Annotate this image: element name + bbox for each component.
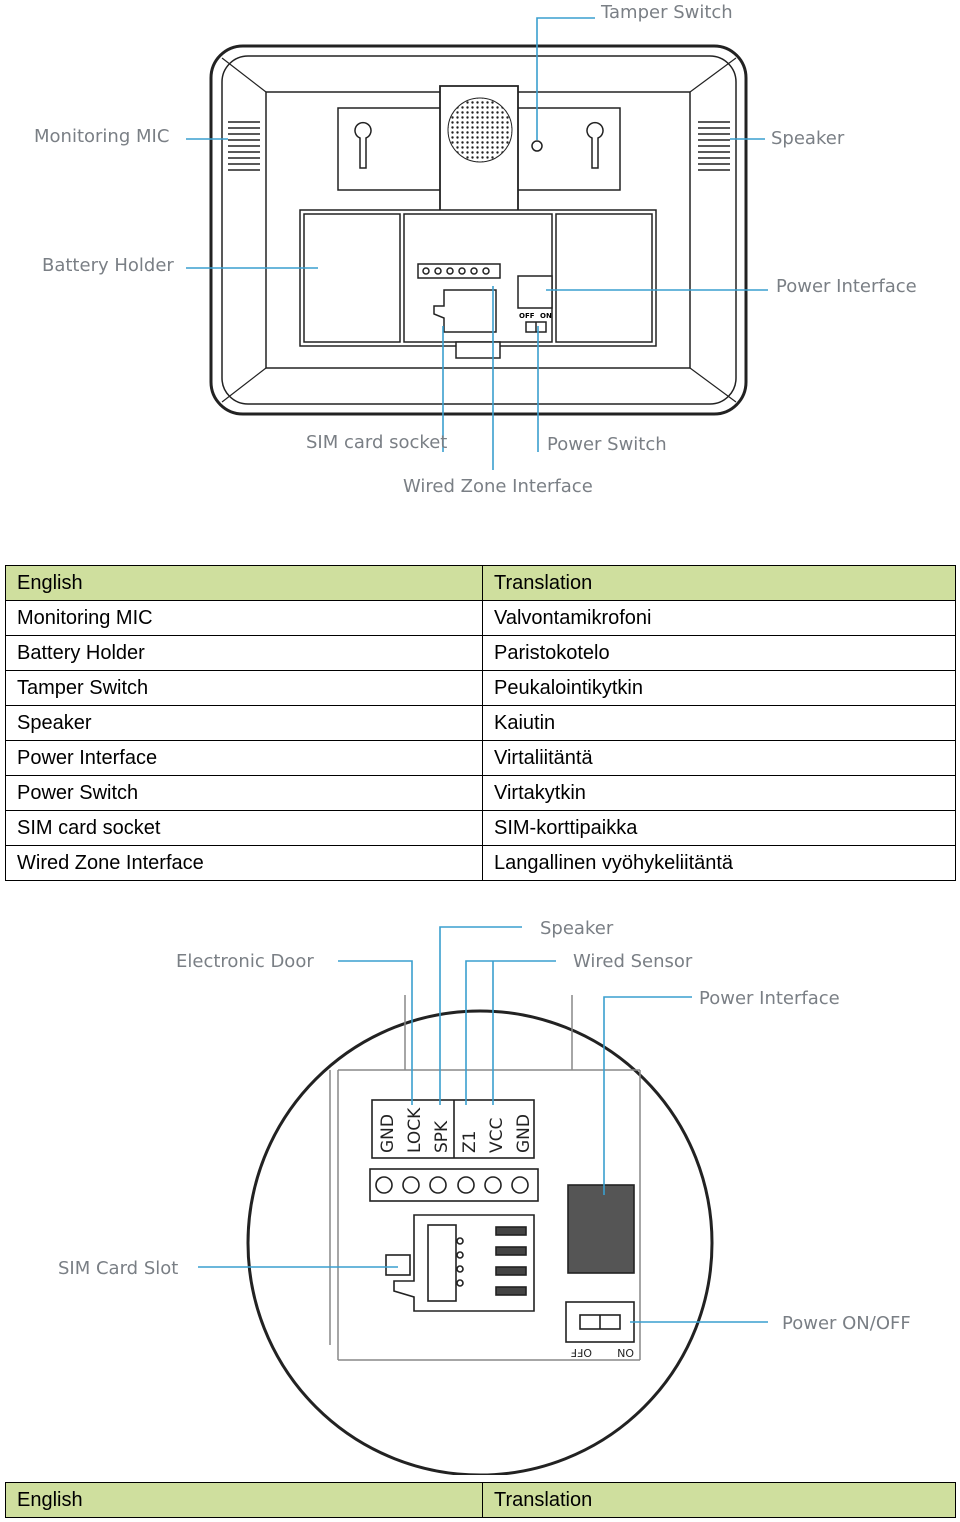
table-row: Wired Zone Interface Langallinen vyöhyke… xyxy=(5,845,956,881)
callout-monitoring-mic: Monitoring MIC xyxy=(34,126,169,147)
table-header-row: English Translation xyxy=(5,565,956,601)
cell-english: Power Interface xyxy=(5,740,483,776)
callout-wired-sensor: Wired Sensor xyxy=(573,951,693,972)
terminal-lock: LOCK xyxy=(405,1107,425,1153)
cell-translation: Virtaliitäntä xyxy=(482,740,956,776)
callout-power-interface: Power Interface xyxy=(699,988,840,1009)
cell-translation: Kaiutin xyxy=(482,705,956,741)
battery-compartment xyxy=(299,209,657,359)
header-english: English xyxy=(5,1482,483,1518)
table-header-row: English Translation xyxy=(5,1482,956,1518)
switch-on-label: ON xyxy=(617,1346,634,1359)
terminal-z1: Z1 xyxy=(460,1131,480,1153)
table-row: Power Interface Virtaliitäntä xyxy=(5,740,956,776)
terminal-gnd-1: GND xyxy=(378,1114,398,1153)
power-interface-socket xyxy=(567,1184,635,1274)
cell-translation: Peukalointikytkin xyxy=(482,670,956,706)
tamper-switch-hole xyxy=(531,140,543,152)
terminal-gnd-2: GND xyxy=(514,1114,534,1153)
table-row: Power Switch Virtakytkin xyxy=(5,775,956,811)
stand xyxy=(439,85,543,216)
terminal-spk: SPK xyxy=(432,1120,452,1153)
callout-sim-card-slot: SIM Card Slot xyxy=(58,1258,178,1279)
power-switch-off-label: OFF xyxy=(519,312,535,320)
callout-sim-card-socket: SIM card socket xyxy=(306,432,447,453)
switch-off-label: OFF xyxy=(571,1346,592,1359)
callout-power-switch: Power Switch xyxy=(547,434,667,455)
cell-english: Wired Zone Interface xyxy=(5,845,483,881)
callout-wired-zone-interface: Wired Zone Interface xyxy=(403,476,593,497)
header-translation: Translation xyxy=(482,1482,956,1518)
cell-translation: SIM-korttipaikka xyxy=(482,810,956,846)
translation-table-2: English Translation xyxy=(5,1482,956,1518)
speaker-side-grille xyxy=(698,121,730,171)
header-translation: Translation xyxy=(482,565,956,601)
speaker-grid xyxy=(447,97,513,163)
cell-translation: Langallinen vyöhykeliitäntä xyxy=(482,845,956,881)
callout-battery-holder: Battery Holder xyxy=(42,255,174,276)
power-switch-on-label: ON xyxy=(540,312,552,320)
table-row: Tamper Switch Peukalointikytkin xyxy=(5,670,956,706)
cell-english: Monitoring MIC xyxy=(5,600,483,636)
cell-translation: Valvontamikrofoni xyxy=(482,600,956,636)
callout-tamper-switch: Tamper Switch xyxy=(600,2,733,23)
callout-power-on-off: Power ON/OFF xyxy=(782,1313,911,1334)
power-onoff-switch xyxy=(565,1301,635,1343)
translation-table-1: English Translation Monitoring MIC Valvo… xyxy=(5,565,956,881)
cell-english: Power Switch xyxy=(5,775,483,811)
cell-english: Tamper Switch xyxy=(5,670,483,706)
board-detail-diagram: GND LOCK SPK Z1 VCC GND OFF ON Speaker xyxy=(58,918,911,1475)
cell-english: SIM card socket xyxy=(5,810,483,846)
callout-speaker: Speaker xyxy=(540,918,614,939)
callout-speaker: Speaker xyxy=(771,128,845,149)
callout-lines xyxy=(186,17,768,470)
cell-english: Battery Holder xyxy=(5,635,483,671)
table-row: Battery Holder Paristokotelo xyxy=(5,635,956,671)
table-row: Monitoring MIC Valvontamikrofoni xyxy=(5,600,956,636)
cell-translation: Virtakytkin xyxy=(482,775,956,811)
cell-translation: Paristokotelo xyxy=(482,635,956,671)
sim-slot xyxy=(385,1214,535,1312)
device-back-outline xyxy=(209,44,748,416)
header-english: English xyxy=(5,565,483,601)
table-row: SIM card socket SIM-korttipaikka xyxy=(5,810,956,846)
mic-grille xyxy=(228,121,260,171)
callout-power-interface: Power Interface xyxy=(776,276,917,297)
terminal-block xyxy=(369,1099,539,1202)
board-outline xyxy=(329,995,641,1361)
terminal-labels: GND LOCK SPK Z1 VCC GND xyxy=(378,1107,534,1153)
cell-english: Speaker xyxy=(5,705,483,741)
callout-lines xyxy=(198,926,768,1323)
device-back-diagram: OFF ON Tamper Switch Monitoring MIC Spea… xyxy=(34,2,917,497)
terminal-vcc: VCC xyxy=(487,1118,507,1153)
table-row: Speaker Kaiutin xyxy=(5,705,956,741)
callout-electronic-door: Electronic Door xyxy=(176,951,314,972)
